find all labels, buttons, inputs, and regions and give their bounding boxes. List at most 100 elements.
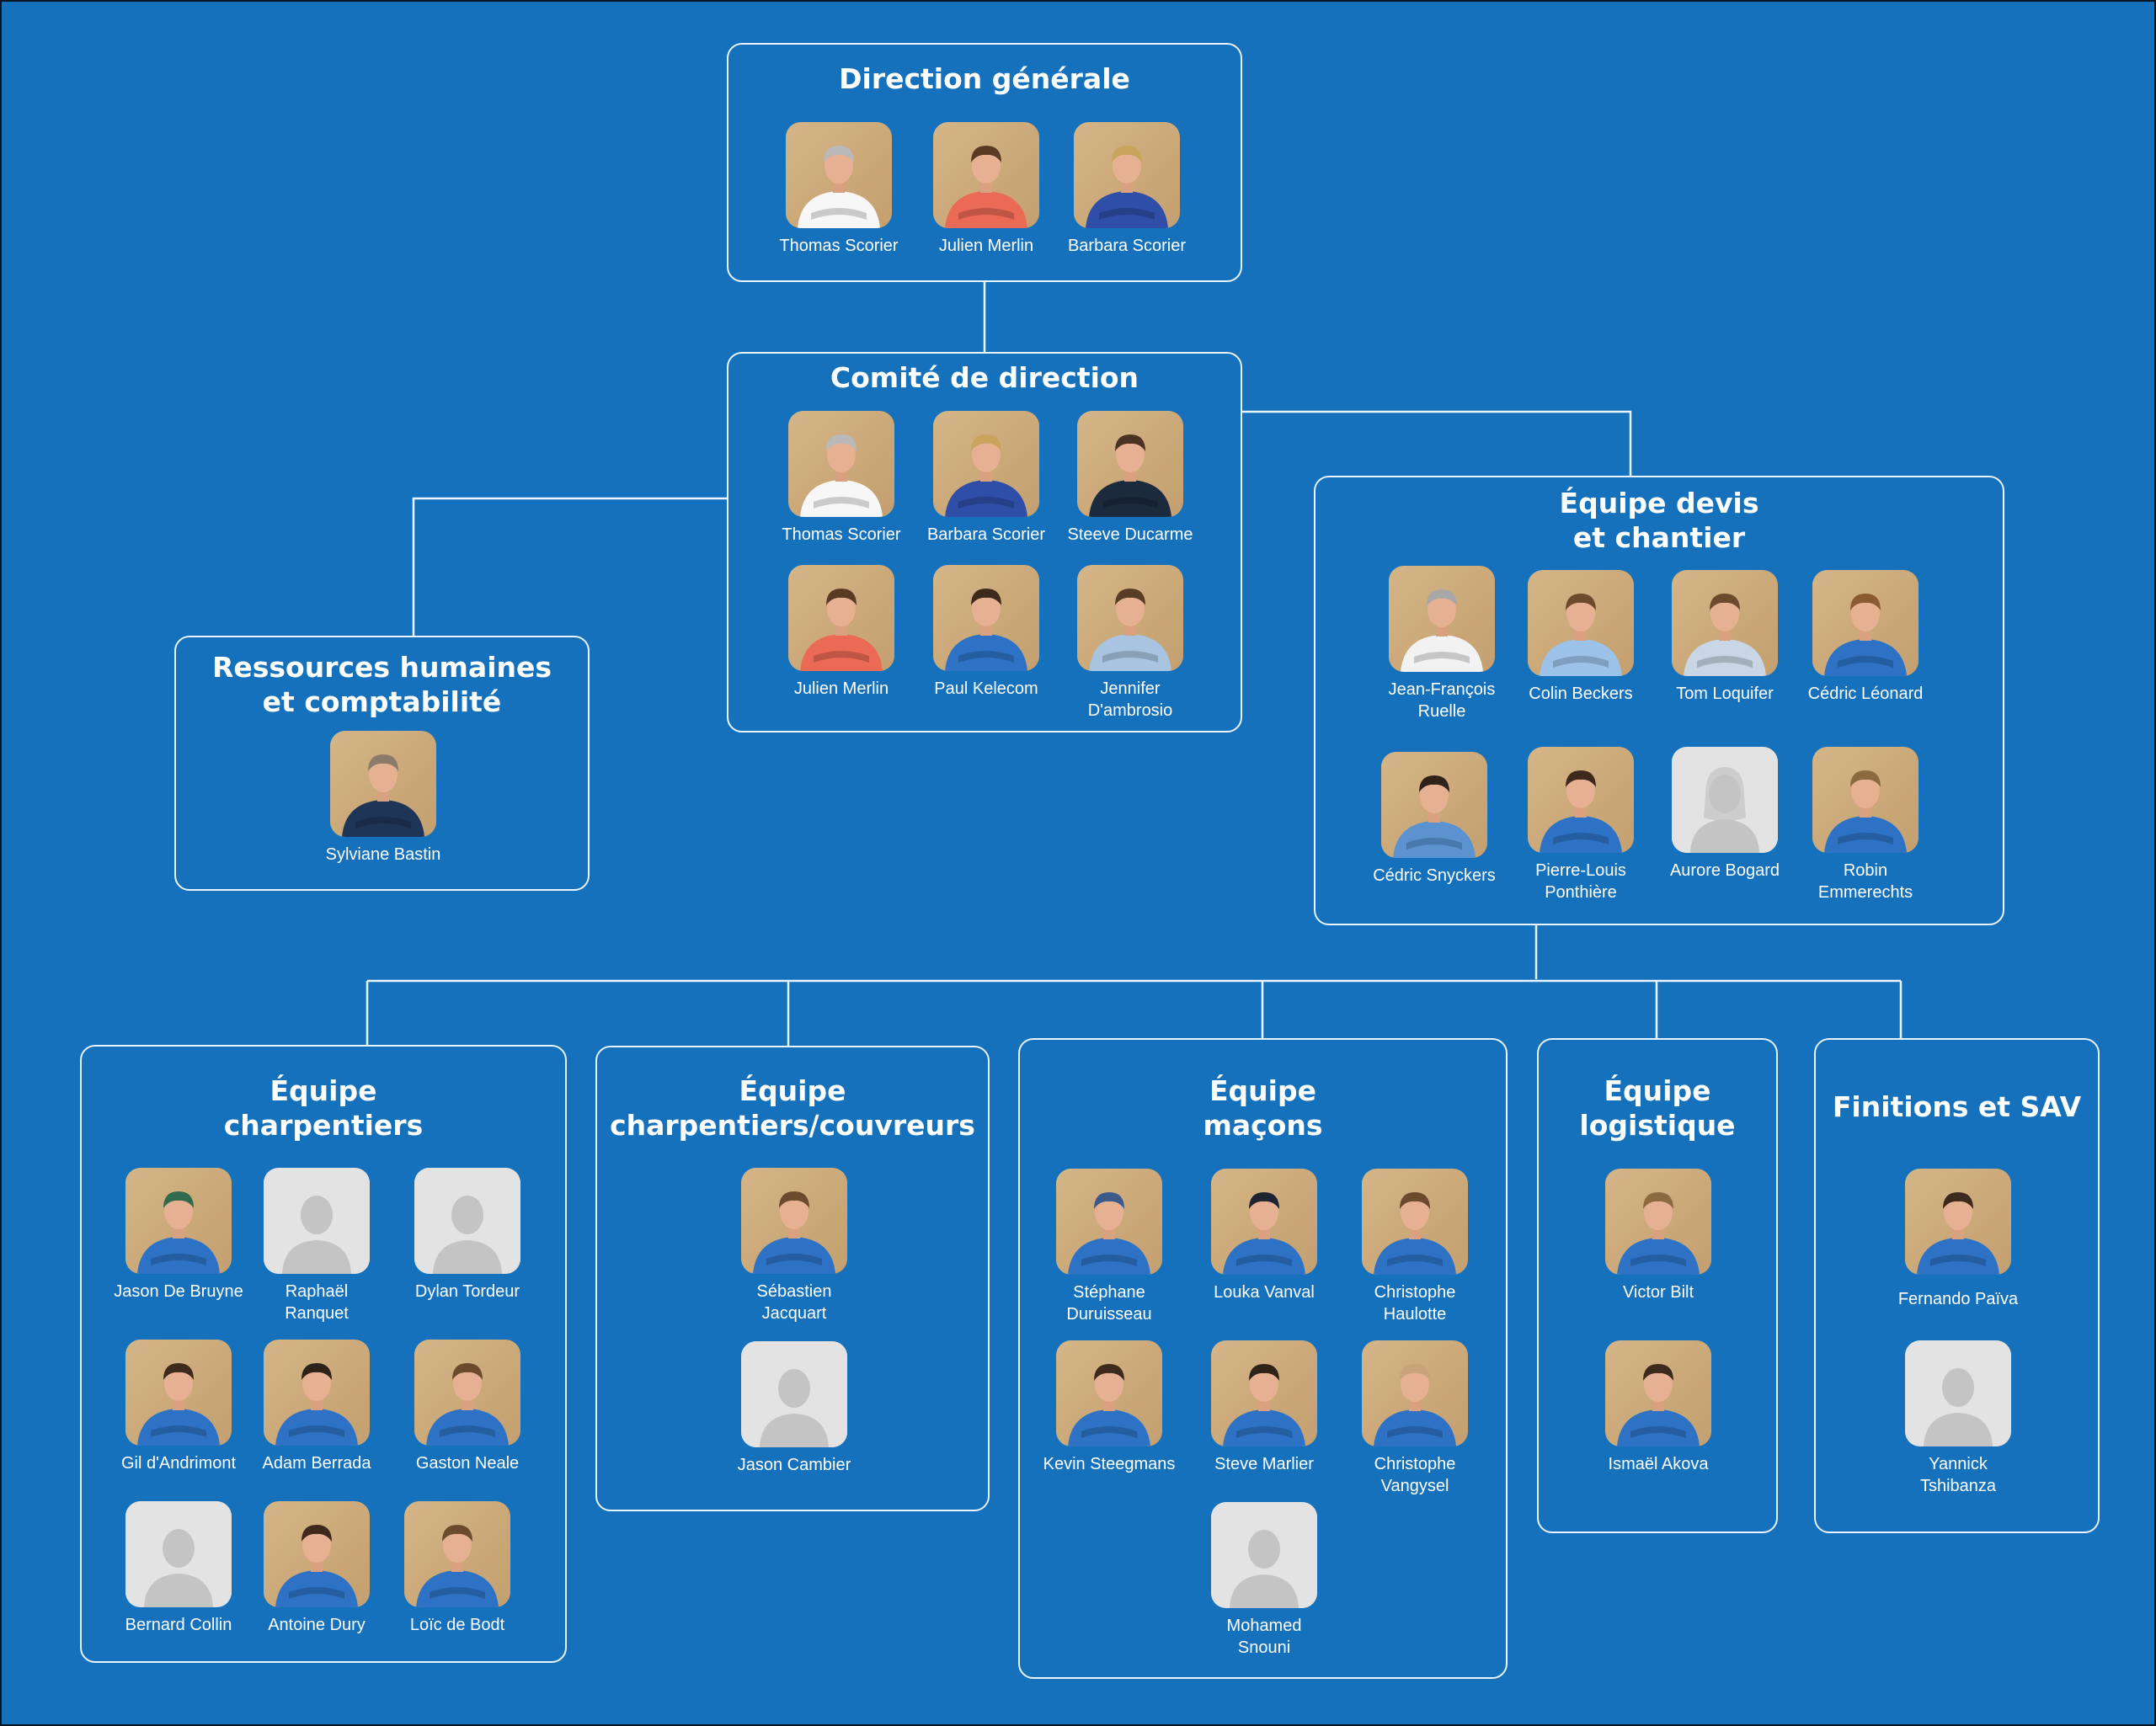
person-name: Ismaël Akova <box>1608 1455 1709 1473</box>
person-photo <box>933 565 1039 671</box>
person-photo <box>264 1340 370 1446</box>
person-photo <box>1077 411 1183 517</box>
person-card: Bernard Collin <box>94 1501 263 1636</box>
person-card: Jean-François Ruelle <box>1358 566 1526 722</box>
person-card: Julien Merlin <box>757 565 926 700</box>
person-card: Yannick Tshibanza <box>1874 1340 2042 1497</box>
person-name: Louka Vanval <box>1214 1283 1315 1302</box>
person-card: Jennifer D'ambrosio <box>1046 565 1214 722</box>
person-photo <box>1056 1340 1162 1446</box>
person-card: Louka Vanval <box>1180 1169 1348 1303</box>
person-name: Stéphane Duruisseau <box>1066 1283 1152 1324</box>
person-name: Antoine Dury <box>268 1616 366 1634</box>
group-title: Direction générale <box>839 62 1130 95</box>
person-photo <box>1905 1169 2011 1275</box>
person-photo <box>264 1501 370 1607</box>
person-photo <box>1672 570 1778 676</box>
group-title: Comité de direction <box>830 361 1139 394</box>
person-card: Cédric Léonard <box>1781 570 1950 705</box>
person-card: Raphaël Ranquet <box>232 1168 401 1324</box>
person-card: Cédric Snyckers <box>1350 752 1518 887</box>
person-card: Gaston Neale <box>383 1340 552 1474</box>
person-name: Victor Bilt <box>1622 1283 1694 1302</box>
person-card: Mohamed Snouni <box>1180 1502 1348 1659</box>
person-card: Pierre-Louis Ponthière <box>1497 747 1665 903</box>
person-photo <box>1605 1169 1711 1275</box>
person-photo <box>1362 1340 1468 1446</box>
person-name: Gaston Neale <box>415 1454 520 1473</box>
connector-comite-devis <box>1242 410 1632 477</box>
person-name: Robin Emmerechts <box>1817 861 1913 902</box>
person-name: Aurore Bogard <box>1669 861 1780 880</box>
placeholder-avatar-icon <box>414 1168 520 1274</box>
group-equipe-macons: Équipe maçons Stéphane Duruisseau Louka … <box>1018 1038 1508 1679</box>
person-photo <box>1074 122 1180 228</box>
person-photo <box>414 1340 520 1446</box>
person-card: Barbara Scorier <box>1043 122 1211 257</box>
person-name: Jennifer D'ambrosio <box>1087 679 1173 720</box>
person-name: Thomas Scorier <box>779 237 899 255</box>
person-photo <box>1056 1169 1162 1275</box>
person-name: Pierre-Louis Ponthière <box>1535 861 1626 902</box>
group-ressources-humaines: Ressources humaines et comptabilité Sylv… <box>174 636 590 891</box>
person-name: Julien Merlin <box>793 679 889 698</box>
person-photo <box>1528 747 1634 853</box>
person-card: Aurore Bogard <box>1641 747 1809 882</box>
person-name: Fernando Païva <box>1897 1290 2019 1308</box>
person-card: Tom Loquifer <box>1641 570 1809 705</box>
group-direction-generale: Direction générale Thomas Scorier Julien… <box>727 43 1242 282</box>
person-name: Jean-François Ruelle <box>1388 680 1496 721</box>
group-title: Équipe charpentiers <box>223 1074 424 1142</box>
person-name: Christophe Haulotte <box>1374 1283 1456 1324</box>
person-photo <box>1389 566 1495 672</box>
placeholder-avatar-icon <box>741 1341 847 1447</box>
group-title: Finitions et SAV <box>1832 1090 2082 1123</box>
placeholder-avatar-icon <box>264 1168 370 1274</box>
person-name: Julien Merlin <box>938 237 1034 255</box>
placeholder-avatar-icon <box>125 1501 232 1607</box>
person-card: Robin Emmerechts <box>1781 747 1950 903</box>
person-name: Christophe Vangysel <box>1374 1455 1456 1495</box>
group-comite-direction: Comité de direction Thomas Scorier Barba… <box>727 352 1242 732</box>
person-card: Antoine Dury <box>232 1501 401 1636</box>
group-title: Équipe charpentiers/couvreurs <box>610 1074 975 1142</box>
person-photo <box>125 1340 232 1446</box>
person-name: Jason De Bruyne <box>114 1282 243 1301</box>
group-title: Équipe maçons <box>1203 1074 1323 1142</box>
person-card: Ismaël Akova <box>1574 1340 1742 1475</box>
person-name: Sylviane Bastin <box>325 845 441 864</box>
person-photo <box>1362 1169 1468 1275</box>
person-name: Raphaël Ranquet <box>285 1282 349 1323</box>
group-title: Équipe logistique <box>1579 1074 1736 1142</box>
person-card: Stéphane Duruisseau <box>1025 1169 1193 1325</box>
person-photo <box>741 1168 847 1274</box>
person-name: Cédric Léonard <box>1807 685 1924 703</box>
person-name: Yannick Tshibanza <box>1919 1455 1997 1495</box>
person-name: Bernard Collin <box>125 1616 232 1634</box>
group-finitions-sav: Finitions et SAV Fernando Païva Yannick … <box>1814 1038 2100 1533</box>
person-photo <box>788 411 894 517</box>
person-card: Colin Beckers <box>1497 570 1665 705</box>
placeholder-avatar-icon <box>1672 747 1778 853</box>
person-name: Loïc de Bodt <box>409 1616 505 1634</box>
person-card: Thomas Scorier <box>757 411 926 546</box>
person-card: Jason Cambier <box>710 1341 878 1476</box>
person-photo <box>1211 1169 1317 1275</box>
person-photo <box>933 122 1039 228</box>
person-card: Julien Merlin <box>902 122 1070 257</box>
person-photo <box>786 122 892 228</box>
person-photo <box>125 1168 232 1274</box>
person-name: Thomas Scorier <box>782 525 901 544</box>
person-name: Kevin Steegmans <box>1043 1455 1176 1473</box>
person-photo <box>1211 1340 1317 1446</box>
person-card: Christophe Haulotte <box>1331 1169 1499 1325</box>
person-card: Barbara Scorier <box>902 411 1070 546</box>
person-photo <box>1528 570 1634 676</box>
person-card: Sébastien Jacquart <box>710 1168 878 1324</box>
placeholder-avatar-icon <box>1211 1502 1317 1608</box>
person-card: Christophe Vangysel <box>1331 1340 1499 1497</box>
group-equipe-charpentiers: Équipe charpentiers Jason De Bruyne Raph… <box>80 1045 567 1663</box>
person-card: Fernando Païva <box>1874 1169 2042 1310</box>
group-title: Ressources humaines et comptabilité <box>211 651 552 718</box>
person-card: Dylan Tordeur <box>383 1168 552 1302</box>
